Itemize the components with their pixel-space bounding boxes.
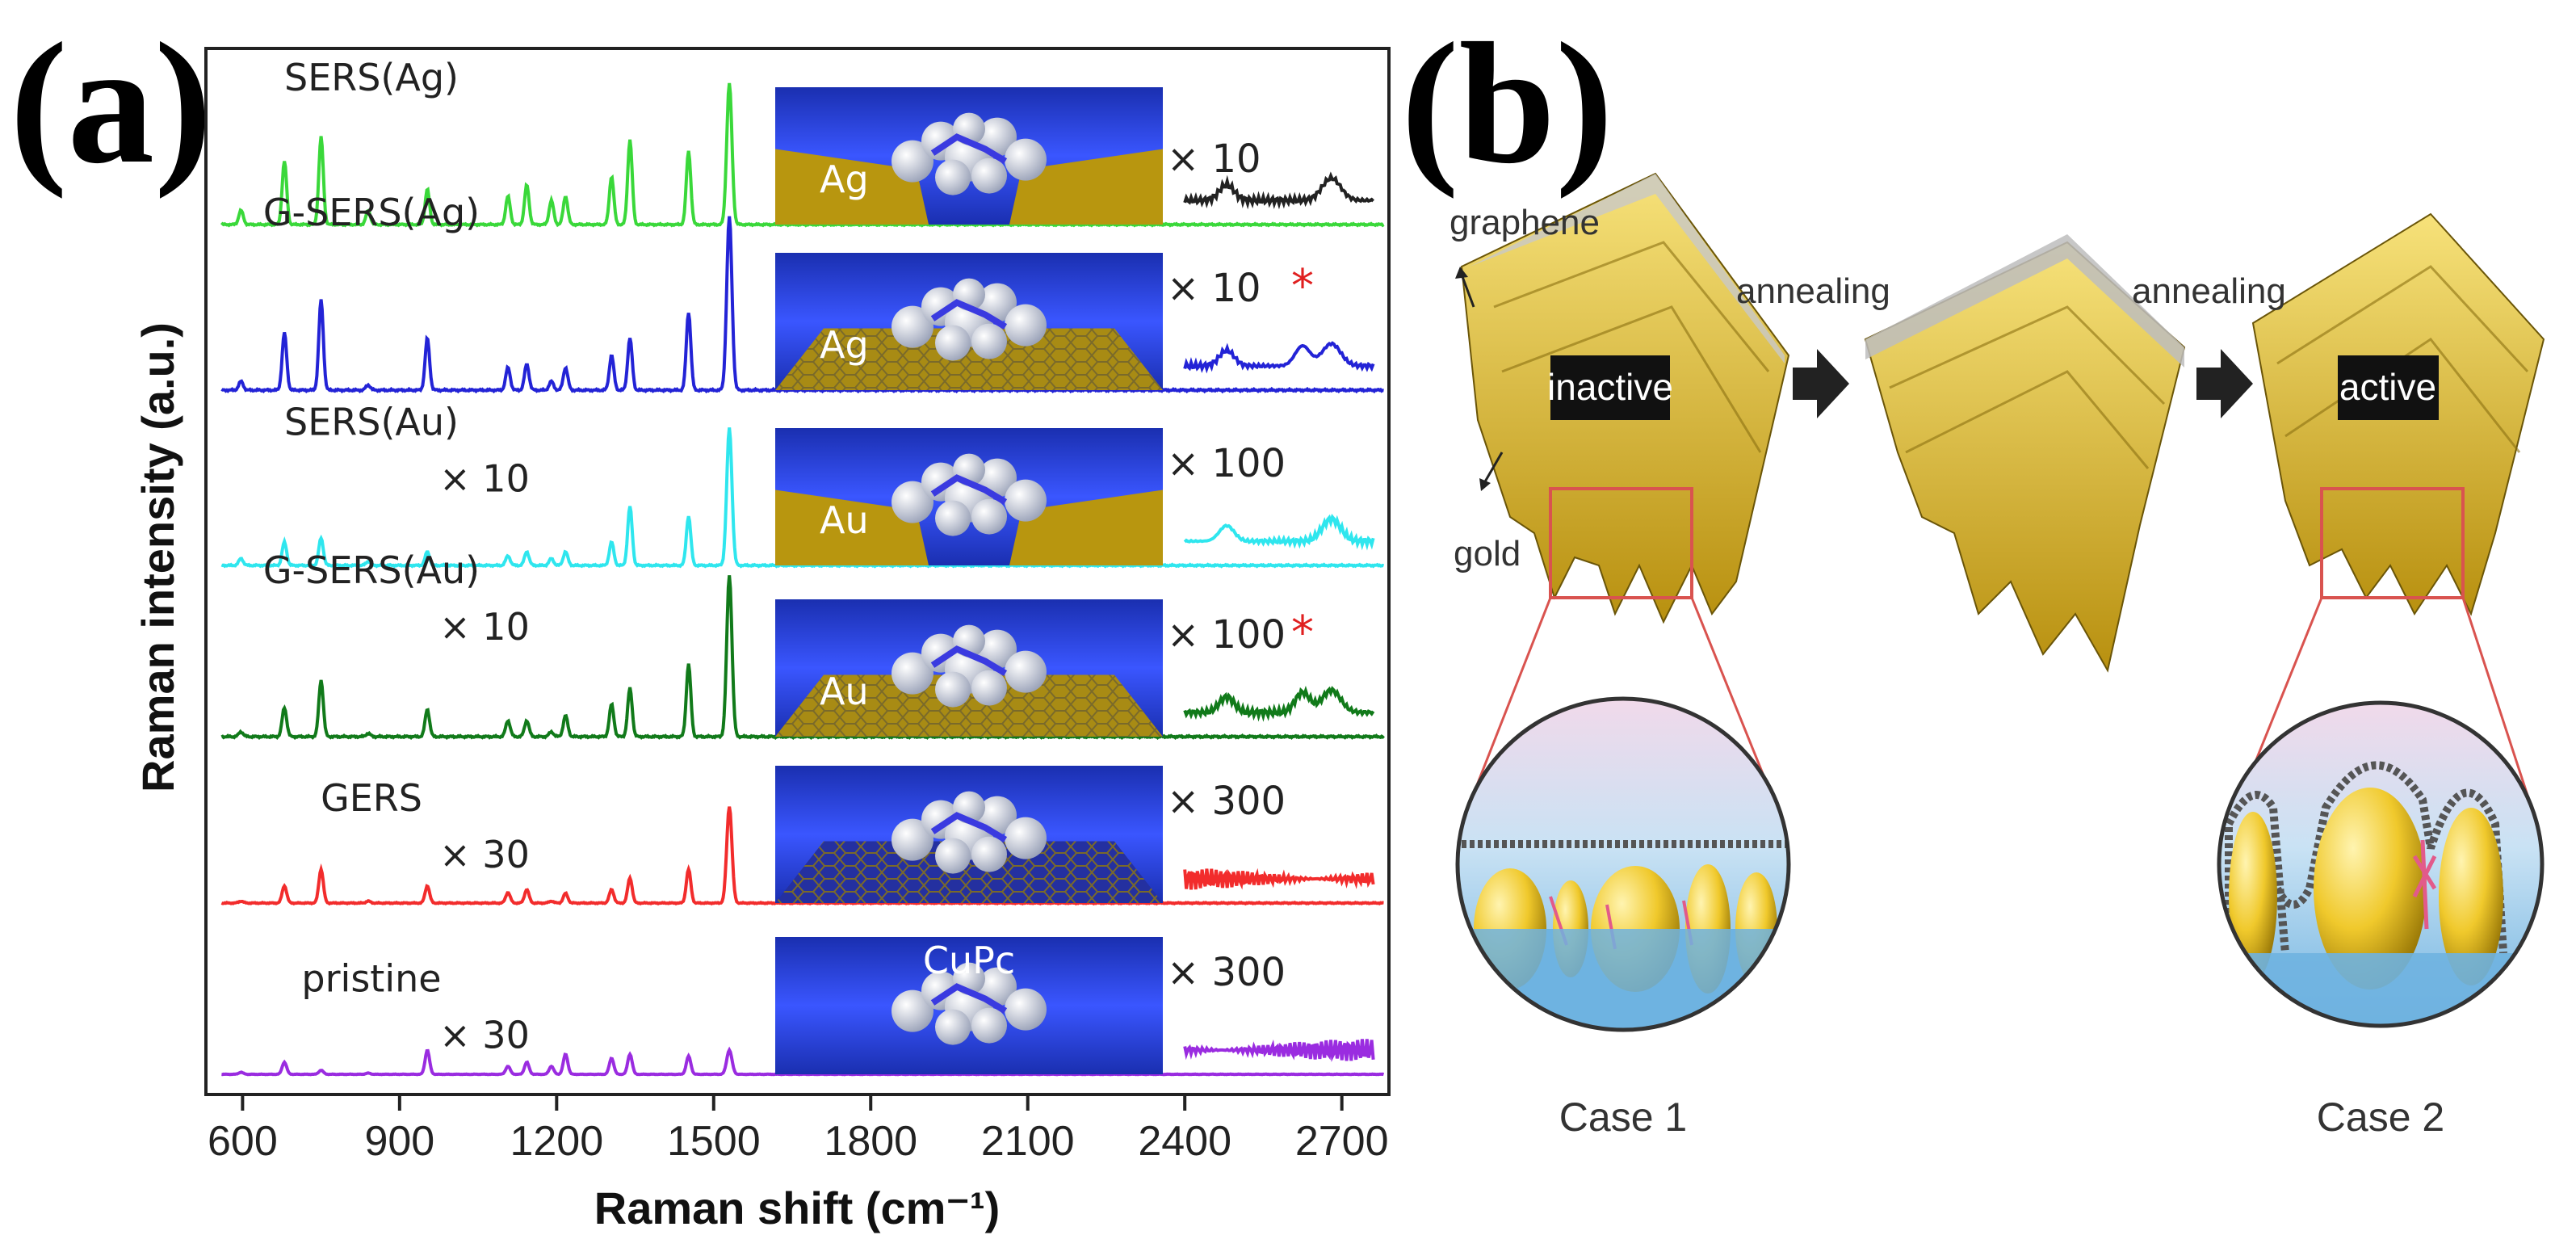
zoom-box-case1 <box>1549 487 1693 599</box>
x-tick-label: 900 <box>364 1118 434 1165</box>
spectrum-line <box>220 575 1385 741</box>
series-multiplier-label: × 10 <box>439 605 530 649</box>
series-name-label: G-SERS(Au) <box>263 548 480 592</box>
inset-metal-label: CuPc <box>923 939 1015 982</box>
series-name-label: GERS <box>321 776 422 820</box>
gold-pointer <box>1483 452 1504 484</box>
inset-metal-label: Au <box>820 670 869 713</box>
plot-frame <box>204 47 1391 1096</box>
inset-multiplier-label: × 10 <box>1167 137 1261 182</box>
series-name-label: SERS(Au) <box>284 401 459 444</box>
annealing-label-1: annealing <box>1736 271 1890 311</box>
inset-multiplier-label: × 300 <box>1167 779 1286 824</box>
panel-b-label: (b) <box>1401 6 1613 200</box>
y-axis-title: Raman intensity (a.u.) <box>132 322 183 792</box>
series-name-label: pristine <box>301 957 441 1001</box>
x-tick-label: 2400 <box>1138 1118 1231 1165</box>
spectrum-line <box>220 806 1384 906</box>
inactive-label: inactive <box>1547 366 1673 408</box>
spectrum-line <box>220 216 1384 394</box>
gold-label: gold <box>1454 534 1521 573</box>
molecule-inset <box>775 428 1163 565</box>
annealing-arrow-1 <box>1793 349 1849 418</box>
inset-multiplier-label: × 100 <box>1167 441 1286 486</box>
gold-surface-active: active <box>2251 212 2545 616</box>
gold-surface-inactive: inactive <box>1460 172 1790 624</box>
series-name-label: G-SERS(Ag) <box>263 191 480 234</box>
annealing-label-2: annealing <box>2132 271 2286 311</box>
series-multiplier-label: × 30 <box>439 833 530 876</box>
molecule-inset <box>775 937 1163 1074</box>
x-axis-ticks: 600 900 1200 1500 1800 2100 2400 2700 <box>208 1094 1389 1165</box>
graphene-label: graphene <box>1450 203 1600 242</box>
x-tick-label: 1500 <box>667 1118 761 1165</box>
molecule-inset <box>775 253 1163 390</box>
active-badge <box>2338 355 2439 420</box>
inset-multiplier-label: × 10 <box>1167 266 1261 311</box>
case1-label: Case 1 <box>1559 1094 1687 1140</box>
annealing-arrow-2 <box>2196 349 2253 418</box>
panel-a-label: (a) <box>10 6 212 200</box>
magnified-spectrum-line <box>1183 514 1375 551</box>
spectra-group: SERS(Ag) G-SERS(Ag) SERS(Au) × 10 G-SERS(Au)… <box>220 56 1385 1077</box>
case2-label: Case 2 <box>2317 1094 2444 1140</box>
molecule-inset <box>775 599 1163 737</box>
x-tick-label: 2700 <box>1295 1118 1389 1165</box>
x-tick-label: 600 <box>208 1118 278 1165</box>
series-name-label: SERS(Ag) <box>284 56 459 99</box>
magnified-spectrum-line <box>1183 868 1375 890</box>
inset-multiplier-label: × 300 <box>1167 950 1286 995</box>
magnified-spectrum-line <box>1183 685 1375 722</box>
active-label: active <box>2339 366 2436 408</box>
x-tick-label: 2100 <box>981 1118 1075 1165</box>
molecule-inset <box>775 87 1163 225</box>
inactive-badge <box>1550 355 1670 420</box>
x-axis-title: Raman shift (cm⁻¹) <box>594 1183 1001 1233</box>
magnified-spectrum-line <box>1183 1039 1375 1062</box>
inset-metal-label: Ag <box>820 158 869 201</box>
asterisk-marker: * <box>1291 260 1314 313</box>
x-tick-label: 1800 <box>824 1118 917 1165</box>
series-multiplier-label: × 30 <box>439 1014 530 1057</box>
zoom-box-case2 <box>2320 487 2465 599</box>
x-tick-label: 1200 <box>510 1118 603 1165</box>
magnified-spectrum-line <box>1183 341 1375 374</box>
inset-metal-label: Ag <box>820 323 869 367</box>
gold-surface-annealing <box>1864 234 2186 673</box>
inset-metal-label: Au <box>820 498 869 542</box>
inset-multiplier-label: × 100 <box>1167 612 1286 658</box>
magnified-spectrum-line <box>1183 171 1374 210</box>
graphene-pointer <box>1460 274 1475 308</box>
series-multiplier-label: × 10 <box>439 457 530 501</box>
molecule-inset <box>775 766 1163 903</box>
asterisk-marker: * <box>1291 607 1314 659</box>
